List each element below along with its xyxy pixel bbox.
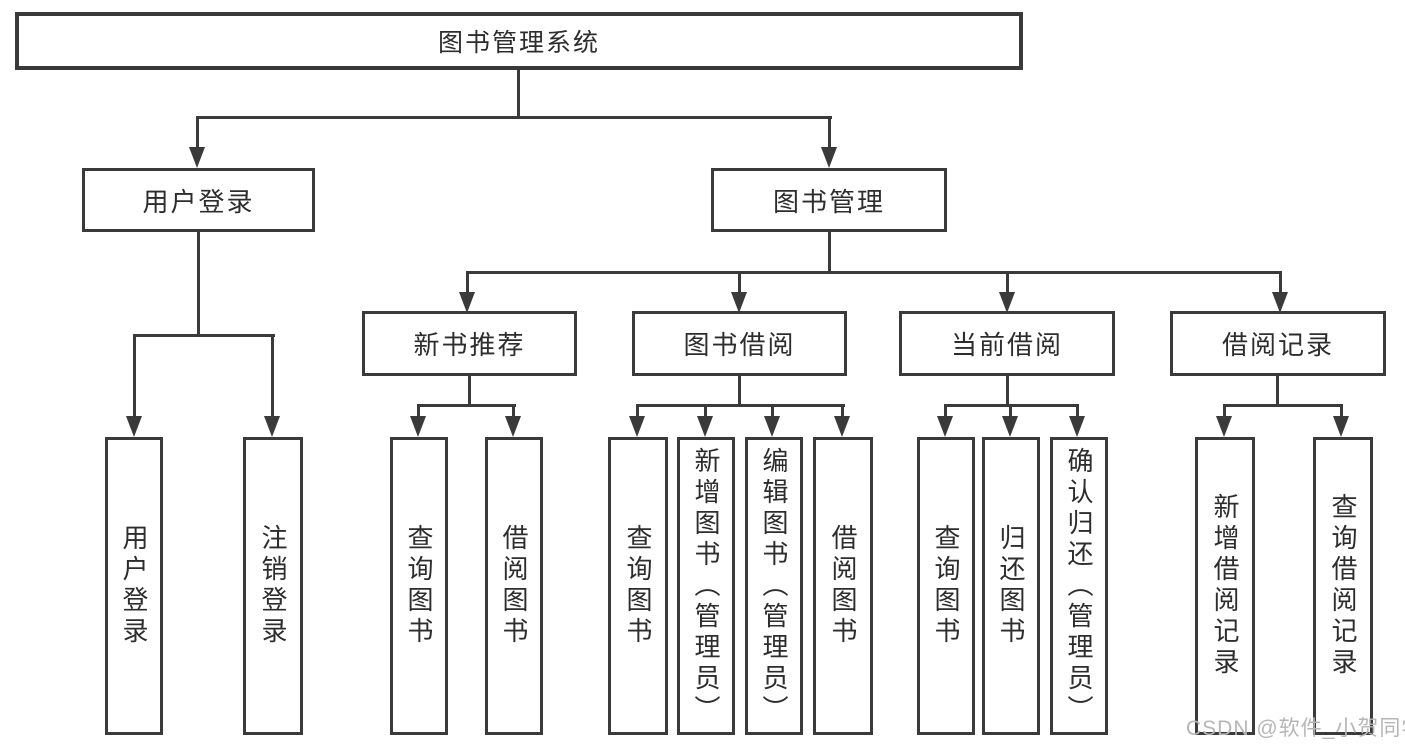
connector: [944, 406, 947, 417]
leaf-return-books-label: 归还图书: [996, 524, 1026, 648]
leaf-logout: 注销登录: [243, 437, 303, 735]
leaf-logout-label: 注销登录: [258, 524, 288, 648]
leaf-borrowing-query-books-label: 查询图书: [623, 524, 653, 648]
leaf-user-login: 用户登录: [105, 437, 163, 735]
connector: [417, 404, 516, 407]
arrow-head: [937, 416, 953, 437]
connector: [417, 406, 420, 417]
arrow-head: [1069, 416, 1085, 437]
arrow-head: [459, 292, 475, 313]
arrow-head: [505, 416, 521, 437]
leaf-confirm-return-admin-label: 确认归还（管理员）: [1064, 446, 1094, 726]
leaf-add-books-admin-label: 新增图书（管理员）: [691, 446, 721, 726]
connector: [512, 406, 515, 417]
connector: [466, 271, 1282, 274]
node-new-book-recommend-label: 新书推荐: [413, 330, 526, 360]
leaf-recommend-borrow-books-label: 借阅图书: [499, 524, 529, 648]
leaf-current-query-books: 查询图书: [917, 437, 975, 735]
arrow-head: [264, 416, 280, 437]
arrow-head: [1002, 416, 1018, 437]
connector: [1009, 406, 1012, 417]
arrow-head: [410, 416, 426, 437]
connector: [636, 406, 639, 417]
arrow-head: [834, 416, 850, 437]
connector: [517, 70, 520, 118]
arrow-head: [999, 292, 1015, 313]
node-book-borrowing: 图书借阅: [632, 311, 847, 376]
leaf-add-borrow-record: 新增借阅记录: [1195, 437, 1255, 735]
node-borrowing-records: 借阅记录: [1170, 311, 1386, 376]
connector: [738, 376, 741, 406]
connector: [1006, 376, 1009, 406]
node-book-management-label: 图书管理: [772, 186, 885, 217]
leaf-edit-books-admin-label: 编辑图书（管理员）: [759, 446, 789, 726]
leaf-borrowing-borrow-books: 借阅图书: [813, 437, 873, 735]
arrow-head: [1272, 292, 1288, 313]
arrow-head: [1333, 416, 1349, 437]
node-user-login: 用户登录: [82, 168, 315, 232]
leaf-user-login-label: 用户登录: [119, 524, 149, 648]
connector: [466, 273, 469, 294]
leaf-recommend-borrow-books: 借阅图书: [485, 437, 543, 735]
node-new-book-recommend: 新书推荐: [362, 311, 577, 376]
arrow-head: [731, 292, 747, 313]
connector: [1006, 273, 1009, 294]
node-current-borrowing-label: 当前借阅: [950, 330, 1063, 360]
arrow-head: [764, 416, 780, 437]
node-library-system: 图书管理系统: [15, 12, 1023, 70]
node-current-borrowing: 当前借阅: [899, 311, 1115, 376]
connector: [271, 336, 274, 418]
leaf-query-borrow-record: 查询借阅记录: [1313, 437, 1373, 735]
connector: [133, 336, 136, 418]
connector: [828, 232, 831, 273]
node-book-management: 图书管理: [711, 168, 947, 232]
connector: [828, 118, 831, 150]
node-library-system-label: 图书管理系统: [437, 29, 600, 57]
connector: [636, 404, 845, 407]
leaf-edit-books-admin: 编辑图书（管理员）: [745, 437, 803, 735]
connector: [1279, 273, 1282, 294]
connector: [1276, 376, 1279, 406]
arrow-head: [629, 416, 645, 437]
leaf-borrowing-borrow-books-label: 借阅图书: [828, 524, 858, 648]
connector: [196, 118, 199, 150]
connector: [704, 406, 707, 417]
leaf-current-query-books-label: 查询图书: [931, 524, 961, 648]
connector: [1076, 406, 1079, 417]
arrow-head: [126, 416, 142, 437]
leaf-borrowing-query-books: 查询图书: [608, 437, 668, 735]
leaf-return-books: 归还图书: [982, 437, 1040, 735]
leaf-confirm-return-admin: 确认归还（管理员）: [1050, 437, 1108, 735]
connector: [1223, 404, 1343, 407]
leaf-recommend-query-books: 查询图书: [390, 437, 448, 735]
node-book-borrowing-label: 图书借阅: [683, 330, 796, 360]
connector: [197, 232, 200, 337]
leaf-query-borrow-record-label: 查询借阅记录: [1328, 493, 1358, 679]
connector: [1223, 406, 1226, 417]
connector: [841, 406, 844, 417]
arrow-head: [1216, 416, 1232, 437]
csdn-watermark: CSDN @软件_小贺同学: [1186, 717, 1405, 740]
leaf-recommend-query-books-label: 查询图书: [404, 524, 434, 648]
connector: [196, 116, 832, 119]
arrow-head: [821, 147, 837, 168]
connector: [944, 404, 1079, 407]
arrow-head: [697, 416, 713, 437]
connector: [468, 376, 471, 406]
connector: [771, 406, 774, 417]
node-borrowing-records-label: 借阅记录: [1221, 330, 1334, 360]
connector: [1340, 406, 1343, 417]
leaf-add-books-admin: 新增图书（管理员）: [677, 437, 735, 735]
connector: [738, 273, 741, 294]
connector: [133, 334, 275, 337]
leaf-add-borrow-record-label: 新增借阅记录: [1210, 493, 1240, 679]
node-user-login-label: 用户登录: [142, 186, 255, 217]
arrow-head: [189, 147, 205, 168]
